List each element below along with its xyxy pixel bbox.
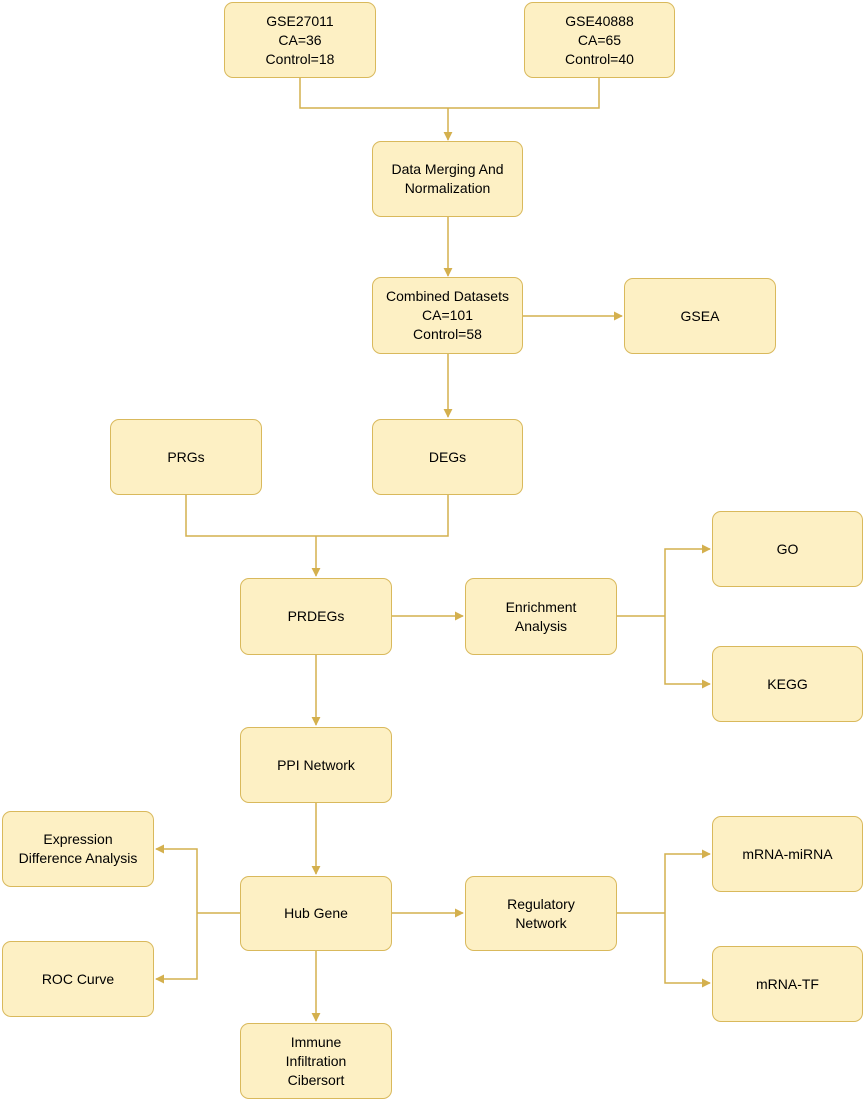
node-roc-curve: ROC Curve <box>2 941 154 1017</box>
edge-regulatory-tf <box>664 913 711 988</box>
edge-gse27011-merge <box>299 78 448 109</box>
node-mrna-tf: mRNA-TF <box>712 946 863 1022</box>
node-prgs: PRGs <box>110 419 262 495</box>
node-gse40888-label: GSE40888 CA=65 Control=40 <box>565 12 634 67</box>
edge-regulatory-mirna <box>664 849 711 913</box>
node-combined-datasets-label: Combined Datasets CA=101 Control=58 <box>386 288 509 342</box>
node-gsea-label: GSEA <box>680 307 720 324</box>
node-mrna-mirna-label: mRNA-miRNA <box>742 845 833 862</box>
node-gse40888: GSE40888 CA=65 Control=40 <box>524 2 675 78</box>
node-immune-infiltration: Immune Infiltration Cibersort <box>240 1023 392 1099</box>
edge-degs-prdegs <box>316 495 449 537</box>
node-roc-curve-label: ROC Curve <box>41 970 115 987</box>
node-regulatory-network-label: Regulatory Network <box>507 895 575 931</box>
node-data-merging-label: Data Merging And Normalization <box>391 161 504 196</box>
node-degs: DEGs <box>372 419 523 495</box>
node-kegg-label: KEGG <box>767 675 808 692</box>
node-hub-gene: Hub Gene <box>240 876 392 951</box>
node-expression-difference: Expression Difference Analysis <box>2 811 154 887</box>
edge-hub-roc <box>155 913 198 984</box>
node-kegg: KEGG <box>712 646 863 722</box>
node-prgs-label: PRGs <box>167 448 205 465</box>
node-combined-datasets: Combined Datasets CA=101 Control=58 <box>372 277 523 354</box>
edge-enrichment-kegg <box>664 616 711 689</box>
node-ppi-network-label: PPI Network <box>277 756 355 773</box>
node-regulatory-network: Regulatory Network <box>465 876 617 951</box>
edge-gse40888-merge <box>448 78 600 109</box>
node-hub-gene-label: Hub Gene <box>284 905 348 921</box>
node-mrna-tf-label: mRNA-TF <box>756 975 819 992</box>
node-go-label: GO <box>776 540 799 557</box>
node-gsea: GSEA <box>624 278 776 354</box>
node-prdegs-label: PRDEGs <box>287 608 345 624</box>
node-go: GO <box>712 511 863 587</box>
node-ppi-network: PPI Network <box>240 727 392 803</box>
edge-enrichment-go <box>664 544 711 616</box>
node-prdegs: PRDEGs <box>240 578 392 655</box>
edge-prgs-prdegs <box>185 495 316 537</box>
node-gse27011: GSE27011 CA=36 Control=18 <box>224 2 376 78</box>
node-data-merging: Data Merging And Normalization <box>372 141 523 217</box>
node-immune-infiltration-label: Immune Infiltration Cibersort <box>285 1033 347 1088</box>
node-degs-label: DEGs <box>428 448 467 465</box>
node-mrna-mirna: mRNA-miRNA <box>712 816 863 892</box>
node-gse27011-label: GSE27011 CA=36 Control=18 <box>265 12 335 67</box>
node-enrichment-analysis-label: Enrichment Analysis <box>505 598 577 634</box>
node-expression-difference-label: Expression Difference Analysis <box>18 831 138 866</box>
node-enrichment-analysis: Enrichment Analysis <box>465 578 617 655</box>
edge-hub-expression <box>155 844 198 913</box>
